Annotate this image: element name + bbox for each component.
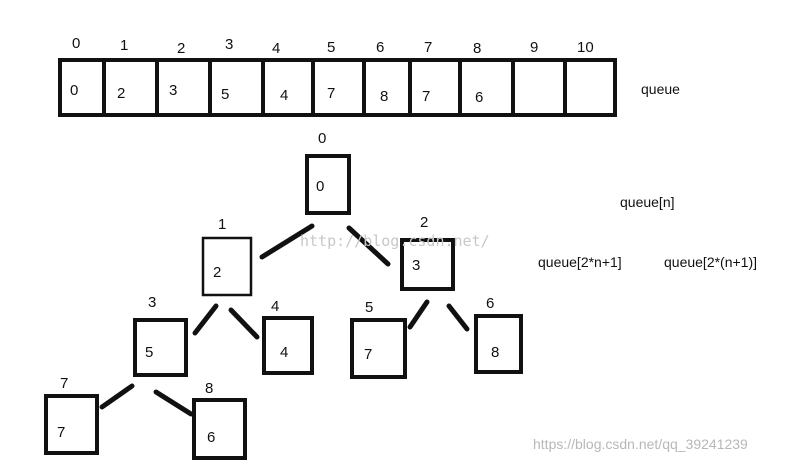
- tree-node-index: 0: [318, 130, 326, 147]
- watermark-center: http://blog.csdn.net/: [300, 232, 490, 250]
- queue-index: 7: [424, 39, 432, 56]
- formula-left-child: queue[2*n+1]: [538, 254, 622, 270]
- queue-index: 10: [577, 39, 594, 56]
- tree-node-index: 1: [218, 216, 226, 233]
- tree-node-value: 2: [213, 264, 221, 281]
- tree-node-index: 4: [271, 298, 279, 315]
- tree-edges: [99, 223, 470, 417]
- formula-parent: queue[n]: [620, 194, 675, 210]
- tree-node-index: 8: [205, 380, 213, 397]
- tree-node: [133, 318, 188, 377]
- tree-edge-0-1: [259, 223, 315, 260]
- tree-edge-3-8: [153, 389, 194, 417]
- queue-index: 9: [530, 39, 538, 56]
- queue-index: 8: [473, 40, 481, 57]
- queue-array: 0 1 2 3 4 5 6 7 8 9 10 0 2 3 5 4 7 8 7 6…: [58, 35, 680, 117]
- tree-node: [44, 394, 99, 455]
- tree-node-index: 7: [60, 375, 68, 392]
- tree-node-value: 4: [280, 344, 288, 361]
- tree-node-value: 7: [364, 346, 372, 363]
- tree-node-value: 8: [491, 344, 499, 361]
- formula-right-child: queue[2*(n+1)]: [664, 254, 757, 270]
- queue-value: 6: [475, 89, 483, 106]
- queue-value: 7: [422, 88, 430, 105]
- queue-outline: [58, 58, 617, 117]
- queue-value: 3: [169, 82, 177, 99]
- tree-node-value: 7: [57, 424, 65, 441]
- queue-label: queue: [641, 81, 680, 97]
- tree-node-index: 5: [365, 299, 373, 316]
- tree-edge-1-3: [192, 303, 219, 336]
- queue-index: 0: [72, 35, 80, 52]
- queue-index: 3: [225, 36, 233, 53]
- tree-node: [400, 238, 455, 291]
- tree-edge-2-6: [446, 303, 470, 332]
- tree-node-index: 2: [420, 214, 428, 231]
- queue-index: 6: [376, 39, 384, 56]
- tree-node-value: 0: [316, 178, 324, 195]
- queue-value: 5: [221, 86, 229, 103]
- queue-index: 5: [327, 39, 335, 56]
- tree-nodes: 0 0 2 1 3 2 5 3 4 4 7 5 8 6 7 7 6 8: [44, 130, 523, 460]
- queue-index: 4: [272, 40, 280, 57]
- tree-node: [350, 318, 407, 379]
- tree-node-index: 3: [148, 294, 156, 311]
- tree-node-value: 5: [145, 344, 153, 361]
- tree-edge-2-5: [407, 299, 430, 330]
- tree-node: [474, 314, 523, 374]
- tree-node: [262, 316, 314, 375]
- tree-edge-0-2: [346, 225, 391, 267]
- queue-value: 0: [70, 82, 78, 99]
- tree-node: [192, 398, 247, 460]
- queue-value: 2: [117, 85, 125, 102]
- tree-node-index: 6: [486, 295, 494, 312]
- tree-edge-3-7: [99, 383, 135, 410]
- queue-value: 7: [327, 85, 335, 102]
- formulas: queue[n] queue[2*n+1] queue[2*(n+1)]: [538, 194, 757, 270]
- tree-node-value: 6: [207, 429, 215, 446]
- watermark-corner: https://blog.csdn.net/qq_39241239: [533, 436, 748, 452]
- queue-value: 4: [280, 87, 288, 104]
- queue-value: 8: [380, 88, 388, 105]
- tree-node: [201, 236, 253, 297]
- tree-edge-1-4: [228, 307, 260, 340]
- queue-index: 2: [177, 40, 185, 57]
- queue-index: 1: [120, 37, 128, 54]
- tree-node: [305, 154, 351, 215]
- tree-node-value: 3: [412, 257, 420, 274]
